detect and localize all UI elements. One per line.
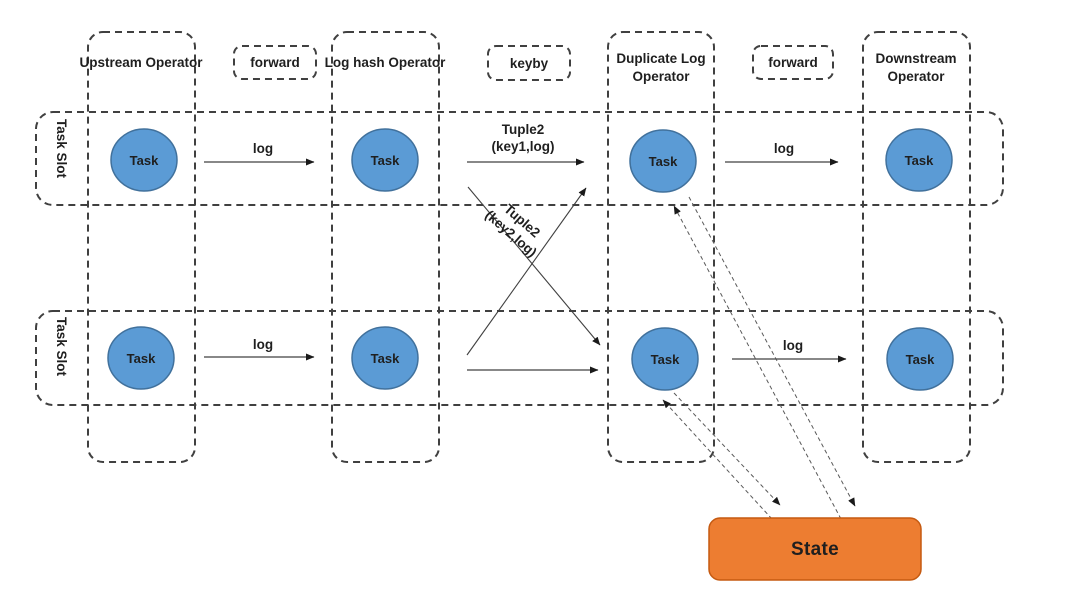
- upstream-operator-box: [87, 31, 196, 463]
- task-circle-loghash-row1: [351, 128, 419, 192]
- edge-label-tuple-key1: Tuple2 (key1,log): [473, 122, 573, 156]
- arrow-state-to-task2: [662, 399, 773, 520]
- arrow-task1-to-state: [688, 196, 856, 507]
- keyby-box: [487, 45, 571, 81]
- task-slot-row1-box: [35, 111, 1004, 206]
- arrow-cross-down: [467, 186, 601, 346]
- edge-label-tuple-key1-line2: (key1,log): [491, 138, 555, 154]
- task-circle-duplicate-row2: [631, 327, 699, 391]
- duplicate-log-operator-title-line1: Duplicate Log: [616, 51, 706, 66]
- edge-label-log-row2: log: [252, 337, 274, 352]
- forward-left-box: [233, 45, 317, 80]
- log-hash-operator-title: Log hash Operator: [324, 55, 446, 70]
- task-circle-downstream-row1: [885, 128, 953, 192]
- edge-label-tuple-key1-line1: Tuple2: [501, 122, 545, 137]
- task-circle-duplicate-row1: [629, 129, 697, 193]
- task-label-duplicate-row2: Task: [650, 352, 680, 367]
- keyby-label: keyby: [509, 56, 549, 71]
- downstream-operator-title-line1: Downstream: [875, 51, 957, 66]
- log-hash-operator-box: [331, 31, 440, 463]
- downstream-operator-title: Downstream Operator: [856, 50, 976, 86]
- task-circle-upstream-row2: [107, 326, 175, 390]
- arrow-state-to-task1: [673, 205, 842, 520]
- task-label-downstream-row1: Task: [904, 153, 934, 168]
- task-label-loghash-row1: Task: [370, 153, 400, 168]
- downstream-operator-box: [862, 31, 971, 463]
- task-slot-label-row2: Task Slot: [54, 317, 69, 377]
- duplicate-log-operator-title-line2: Operator: [632, 69, 690, 85]
- task-circle-downstream-row2: [886, 327, 954, 391]
- duplicate-log-operator-title: Duplicate Log Operator: [601, 50, 721, 86]
- task-slot-row2-box: [35, 310, 1004, 406]
- task-label-upstream-row2: Task: [126, 351, 156, 366]
- forward-right-box: [752, 45, 834, 80]
- edge-label-log-row1: log: [252, 141, 274, 156]
- task-label-upstream-row1: Task: [129, 153, 159, 168]
- state-box: [708, 517, 922, 581]
- arrow-task2-to-state: [673, 392, 781, 506]
- state-label: State: [791, 539, 839, 560]
- edge-label-log-downstream-row1: log: [773, 141, 795, 156]
- task-slot-label-row1: Task Slot: [54, 119, 69, 179]
- duplicate-log-operator-box: [607, 31, 715, 463]
- task-label-downstream-row2: Task: [905, 352, 935, 367]
- task-label-duplicate-row1: Task: [648, 154, 678, 169]
- edge-label-log-downstream-row2: log: [782, 338, 804, 353]
- arrow-cross-up: [466, 187, 587, 356]
- task-circle-loghash-row2: [351, 326, 419, 390]
- upstream-operator-title: Upstream Operator: [79, 55, 203, 70]
- forward-left-label: forward: [250, 55, 300, 70]
- forward-right-label: forward: [768, 55, 818, 70]
- downstream-operator-title-line2: Operator: [887, 69, 945, 85]
- task-circle-upstream-row1: [110, 128, 178, 192]
- task-label-loghash-row2: Task: [370, 351, 400, 366]
